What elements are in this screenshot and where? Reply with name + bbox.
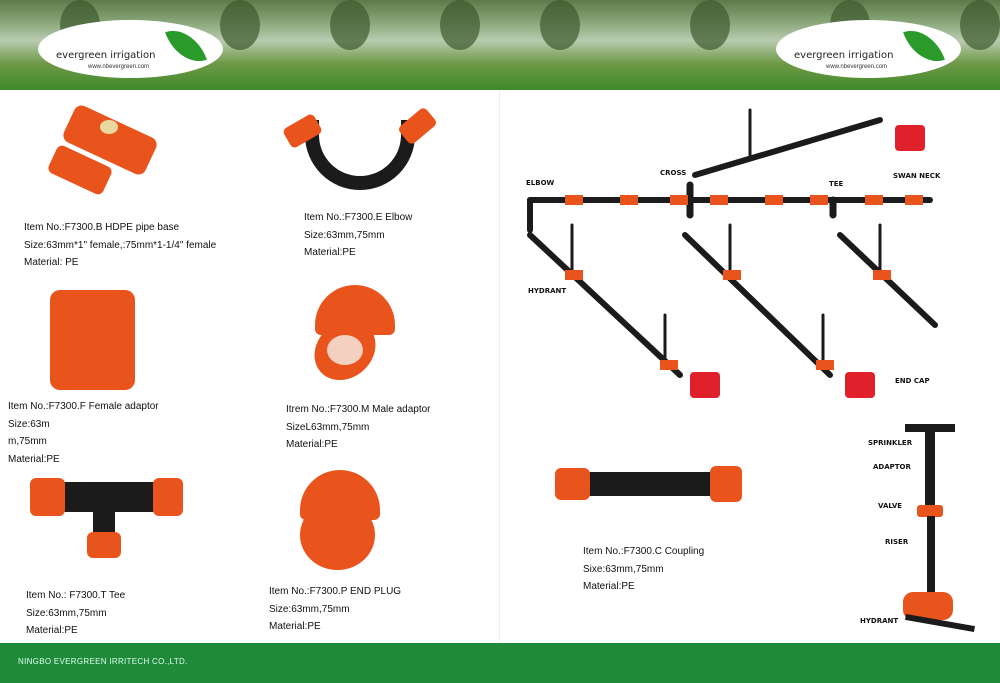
- tee-image: [25, 470, 185, 560]
- item-size: Sixe:63mm,75mm: [583, 563, 664, 575]
- item-size: Size:63mm*1" female,:75mm*1-1/4" female: [24, 239, 217, 251]
- item-material: Material:PE: [26, 625, 78, 636]
- male-adaptor-image: [295, 285, 415, 385]
- footer-bar: NINGBO EVERGREEN IRRITECH CO.,LTD.: [0, 643, 1000, 683]
- diagram-label-swan-neck: SWAN NECK: [893, 172, 941, 180]
- brand-logo: evergreen irrigation www.nbevergreen.com: [776, 20, 961, 78]
- item-size: Size:63mm,75mm: [304, 229, 385, 241]
- product-female-adaptor: Item No.:F7300.F Female adaptor Size:63m…: [8, 398, 159, 468]
- brand-url: www.nbevergreen.com: [88, 64, 150, 70]
- item-size: Size:63mm,75mm: [269, 603, 350, 615]
- product-pipe-base: Item No.:F7300.B HDPE pipe base Size:63m…: [24, 219, 216, 272]
- assembly-label-valve: VALVE: [878, 502, 903, 510]
- assembly-label-hydrant: HYDRANT: [860, 617, 899, 625]
- diagram-label-end-cap: END CAP: [895, 377, 930, 385]
- item-number: Item No.:F7300.C Coupling: [583, 546, 705, 557]
- item-number: Item No.:F7300.F Female adaptor: [8, 401, 159, 412]
- brand-url: www.nbevergreen.com: [826, 64, 888, 70]
- item-material: Material:PE: [269, 621, 321, 632]
- item-size-cont: m,75mm: [8, 436, 47, 447]
- diagram-label-cross: CROSS: [660, 169, 687, 177]
- item-number: Item No.: F7300.T Tee: [26, 590, 126, 601]
- item-material: Material:PE: [286, 439, 338, 450]
- brand-logo: evergreen irrigation www.nbevergreen.com: [38, 20, 223, 78]
- assembly-label-riser: RISER: [885, 538, 909, 546]
- item-material: Material: PE: [24, 257, 79, 268]
- header-banner-right: evergreen irrigation www.nbevergreen.com: [500, 0, 1000, 90]
- item-number: Itrem No.:F7300.M Male adaptor: [286, 404, 431, 415]
- company-name: NINGBO EVERGREEN IRRITECH CO.,LTD.: [18, 657, 188, 666]
- item-size: Size:63m: [8, 418, 50, 430]
- page-divider: [499, 90, 500, 643]
- end-plug-image: [285, 470, 405, 570]
- item-number: Item No.:F7300.E Elbow: [304, 212, 413, 223]
- assembly-label-adaptor: ADAPTOR: [873, 463, 911, 471]
- product-tee: Item No.: F7300.T Tee Size:63mm,75mm Mat…: [26, 587, 125, 640]
- sprinkler-assembly-image: [895, 420, 975, 640]
- female-adaptor-image: [50, 290, 135, 390]
- elbow-image: [281, 106, 438, 190]
- product-end-plug: Item No.:F7300.P END PLUG Size:63mm,75mm…: [269, 583, 401, 636]
- pipe-base-image: [45, 100, 160, 197]
- diagram-label-tee: TEE: [829, 180, 844, 188]
- leaf-icon: [165, 22, 207, 70]
- item-number: Item No.:F7300.B HDPE pipe base: [24, 222, 180, 233]
- product-male-adaptor: Itrem No.:F7300.M Male adaptor SizeL63mm…: [286, 401, 431, 454]
- coupling-image: [555, 460, 745, 510]
- brand-name: evergreen irrigation: [56, 50, 156, 61]
- assembly-label-sprinkler: SPRINKLER: [868, 439, 913, 447]
- system-diagram: [527, 108, 938, 398]
- item-material: Material:PE: [304, 247, 356, 258]
- item-number: Item No.:F7300.P END PLUG: [269, 586, 402, 597]
- diagram-label-elbow: ELBOW: [526, 179, 555, 187]
- item-size: SizeL63mm,75mm: [286, 421, 370, 433]
- leaf-icon: [903, 22, 945, 70]
- product-elbow: Item No.:F7300.E Elbow Size:63mm,75mm Ma…: [304, 209, 412, 262]
- item-size: Size:63mm,75mm: [26, 607, 107, 619]
- item-material: Material:PE: [583, 581, 635, 592]
- diagram-label-hydrant: HYDRANT: [528, 287, 567, 295]
- item-material: Material:PE: [8, 453, 60, 465]
- header-banner-left: evergreen irrigation www.nbevergreen.com: [0, 0, 500, 90]
- brand-name: evergreen irrigation: [794, 50, 894, 61]
- product-coupling: Item No.:F7300.C Coupling Sixe:63mm,75mm…: [583, 543, 704, 596]
